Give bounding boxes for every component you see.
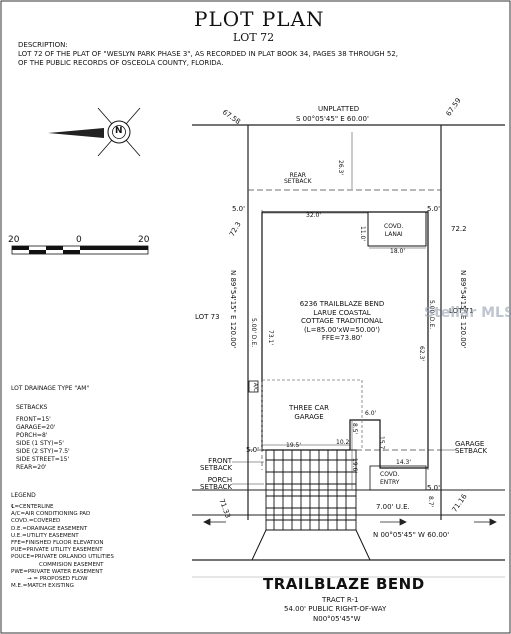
street-bearing: N00°05'45"W [313, 615, 361, 623]
house-style: COTTAGE TRADITIONAL [301, 317, 383, 325]
garage-setback-label: GARAGE SETBACK [455, 440, 488, 455]
dim-8-7: 8.7' [427, 496, 434, 508]
rear-bearing: S 00°05'45" E 60.00' [296, 115, 369, 123]
entry-outline [369, 465, 427, 491]
side-right-setback: 5.0' [427, 205, 441, 213]
house-address: 6236 TRAILBLAZE BEND [299, 300, 385, 308]
left-depth-dim: 73.1' [267, 330, 274, 346]
setback-garage: GARAGE=20' [16, 424, 56, 431]
row-label: 54.00' PUBLIC RIGHT-OF-WAY [284, 605, 387, 613]
dim-14-3: 14.3' [396, 459, 412, 466]
front-left-setback: 5.0' [246, 446, 260, 454]
side-left-setback: 5.0' [232, 205, 246, 213]
dim-10-2: 10.2' [336, 439, 352, 446]
de-left: 5.00' D.E. [250, 318, 257, 348]
legend-item: A/C=AIR CONDITIONING PAD [11, 511, 91, 518]
right-depth-dim: 62.3' [418, 346, 425, 362]
rear-setback-dim: 26.3' [337, 160, 344, 176]
entry-label: COVD. ENTRY [380, 471, 400, 486]
ue-7: 7.00' U.E. [376, 503, 410, 511]
scale-bar [11, 245, 149, 255]
legend-item: COMMISION EASEMENT [39, 561, 104, 568]
dim-6: 6.0' [365, 410, 377, 417]
setback-front: FRONT=15' [16, 416, 51, 423]
setback-side-street: SIDE STREET=15' [16, 456, 70, 463]
left-bearing: N 89°54'15" E 120.00' [229, 270, 237, 349]
house-model: LARUE COASTAL [313, 308, 371, 317]
front-right-setback: 5.0' [427, 484, 441, 492]
street-name: TRAILBLAZE BEND [263, 575, 425, 593]
legend-item: D.E.=DRAINAGE EASEMENT [11, 525, 88, 532]
description-label: DESCRIPTION: [18, 41, 68, 49]
legend-title: LEGEND [11, 492, 36, 499]
neighbor-lot-right: LOT 71 [449, 307, 474, 315]
dim-32: 32.0' [306, 212, 322, 219]
setback-porch: PORCH=8' [16, 432, 48, 439]
legend-item: FFE=FINISHED FLOOR ELEVATION [11, 540, 104, 547]
legend-item: → = PROPOSED FLOW [27, 576, 88, 583]
setbacks-list: FRONT=15' GARAGE=20' PORCH=8' SIDE (1 ST… [16, 416, 70, 472]
legend-item: U.E.=UTILITY EASEMENT [11, 532, 79, 539]
lanai-outline [367, 211, 427, 247]
dim-15-7: 15.7' [378, 436, 385, 452]
house-size: (L=85.00'xW=50.00') [303, 325, 381, 334]
ac-label: A/C [252, 383, 258, 392]
page-title: PLOT PLAN [194, 7, 325, 31]
scale-left-label: 20 [8, 235, 20, 245]
dim-19-6: 19.6' [351, 458, 358, 474]
description-line-2: OF THE PUBLIC RECORDS OF OSCEOLA COUNTY,… [18, 59, 224, 67]
ac-pad [248, 380, 259, 393]
right-corner-elev: 72.2 [451, 225, 467, 233]
driveway-apron [251, 529, 371, 561]
porch-setback-label: PORCH SETBACK [200, 476, 233, 491]
north-arrow-icon [48, 107, 141, 157]
drainage-type: LOT DRAINAGE TYPE "AM" [11, 385, 90, 392]
legend-item: COVD.=COVERED [11, 518, 61, 525]
driveway [265, 449, 357, 531]
front-bearing: N 00°05'45" W 60.00' [373, 531, 450, 539]
dim-lanai-18: 18.0' [390, 248, 406, 255]
legend-list: ℄=CENTERLINE A/C=AIR CONDITIONING PAD CO… [11, 504, 114, 590]
scale-center-label: 0 [76, 235, 82, 245]
house-info: 6236 TRAILBLAZE BEND LARUE COASTAL COTTA… [274, 300, 410, 343]
setbacks-title: SETBACKS [16, 404, 48, 411]
dim-8-5: 8.5' [351, 423, 358, 435]
lot-heading: LOT 72 [233, 31, 275, 44]
scale-right-label: 20 [138, 235, 150, 245]
garage-label: THREE CAR GARAGE [289, 404, 330, 421]
watermark: Stellar MLS [424, 305, 511, 321]
legend-item: POUCE=PRIVATE ORLANDO UTILITIES [11, 554, 114, 561]
neighbor-lot-left: LOT 73 [195, 313, 220, 321]
description-line-1: LOT 72 OF THE PLAT OF "WESLYN PARK PHASE… [18, 50, 399, 58]
setback-rear: REAR=20' [16, 464, 47, 471]
legend-item: PWE=PRIVATE WATER EASEMENT [11, 568, 103, 575]
legend-item: PUE=PRIVATE UTILITY EASEMENT [11, 547, 103, 554]
dim-lanai-11: 11.0' [359, 226, 366, 242]
house-ffe: FFE=73.80' [321, 334, 363, 342]
setback-side-1: SIDE (1 STY)=5' [16, 440, 64, 447]
rear-setback-label: REAR SETBACK [284, 172, 312, 185]
legend-item: ℄=CENTERLINE [11, 504, 54, 510]
lanai-label: COVD. LANAI [384, 223, 404, 238]
dim-19-5: 19.5' [286, 442, 302, 449]
setback-side-2: SIDE (2 STY)=7.5' [16, 448, 70, 455]
tract-label: TRACT R-1 [322, 596, 359, 604]
flow-arrows [203, 518, 497, 526]
front-setback-label: FRONT SETBACK [200, 457, 233, 472]
unplatted-label: UNPLATTED [318, 105, 360, 113]
legend-item: M.E.=MATCH EXISTING [11, 583, 74, 590]
north-label: N [115, 126, 123, 136]
